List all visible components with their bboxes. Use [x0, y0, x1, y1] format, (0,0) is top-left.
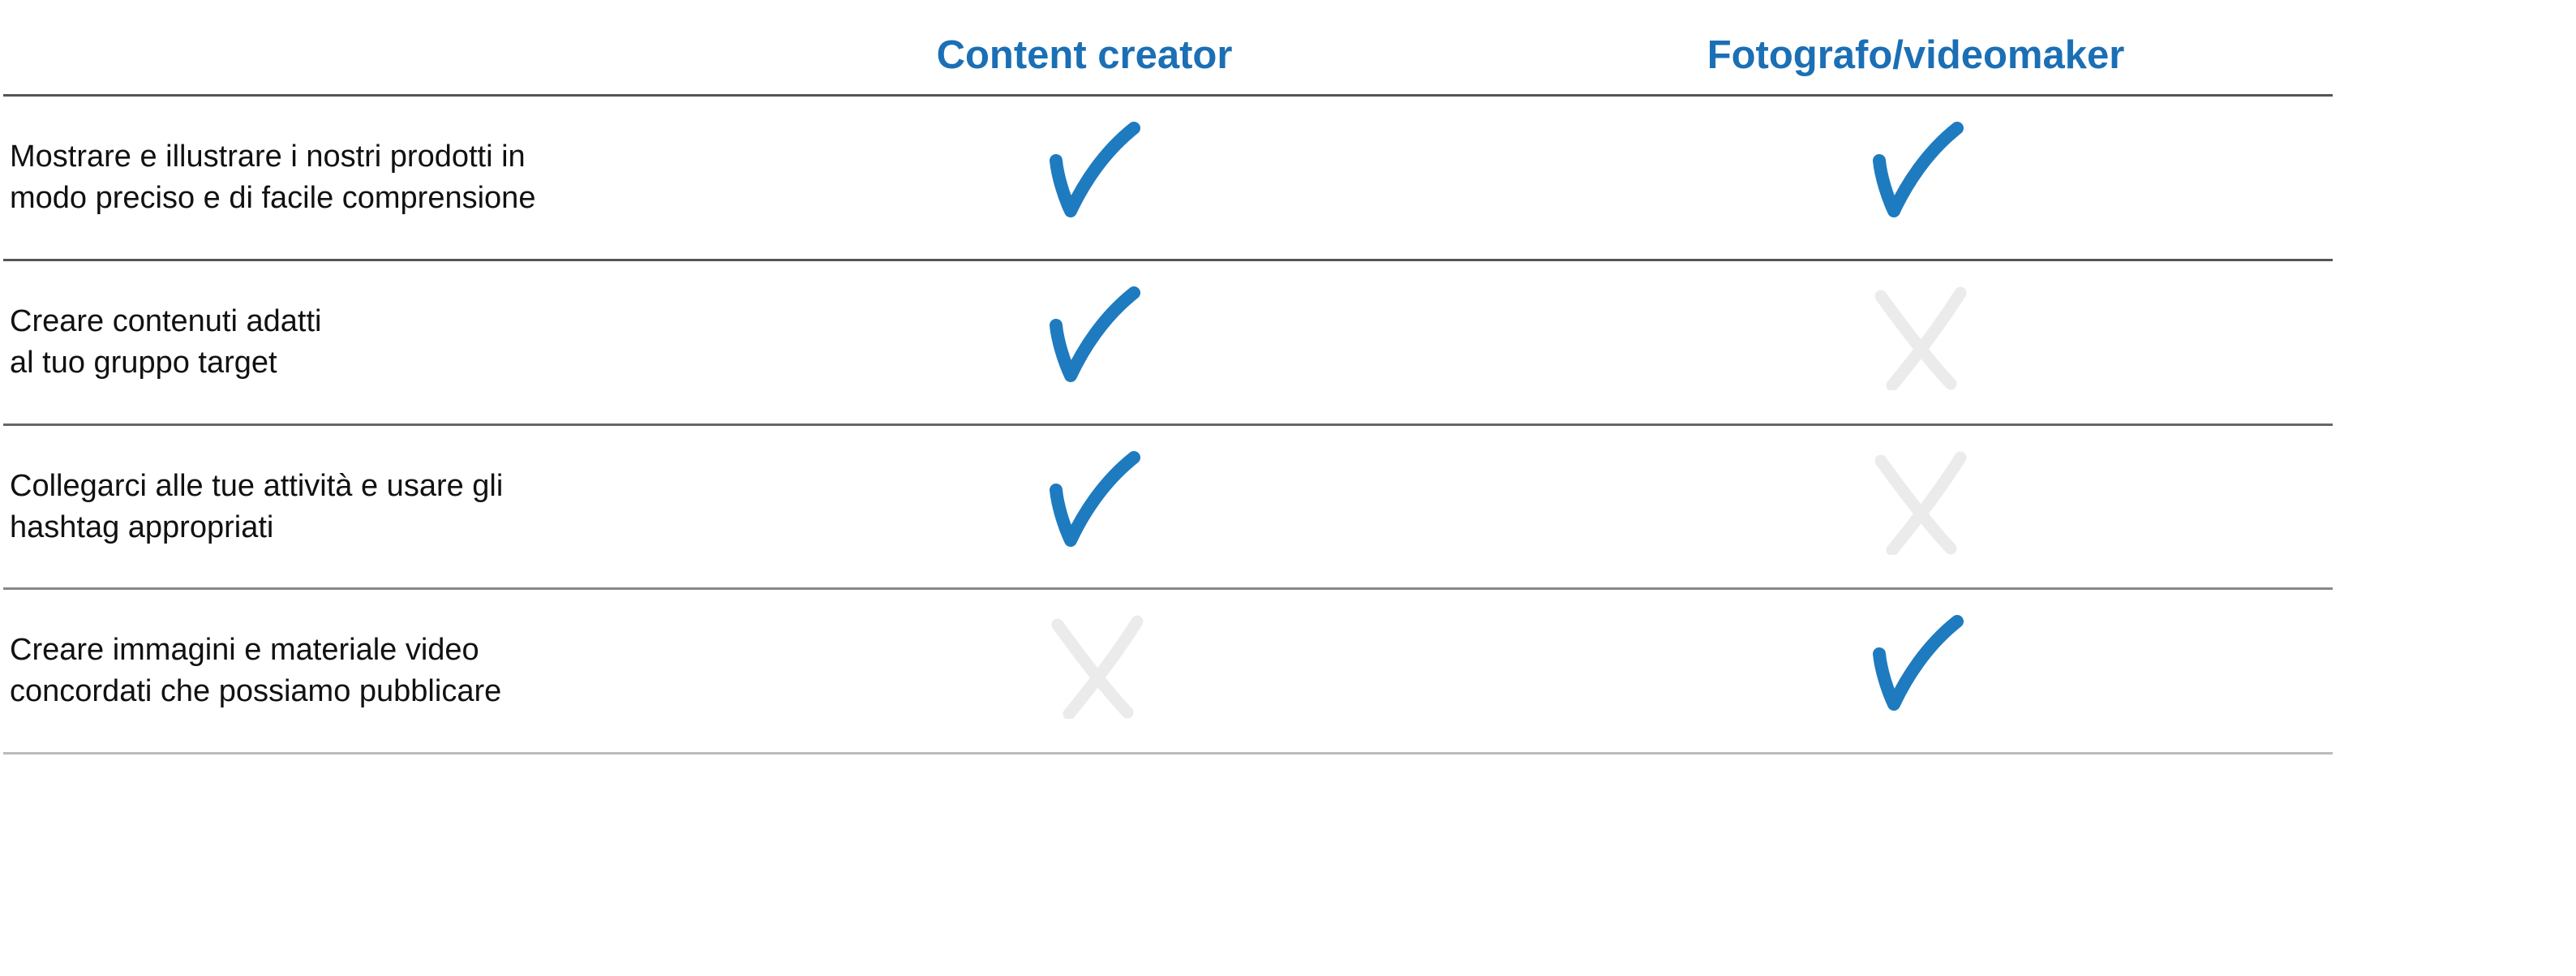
divider: [3, 752, 2333, 755]
cross-icon: [1870, 449, 1975, 557]
check-icon: [1046, 285, 1152, 390]
row-label-line: al tuo gruppo target: [10, 346, 277, 380]
row-label: Collegarci alle tue attività e usare gli…: [10, 466, 740, 548]
row-label: Mostrare e illustrare i nostri prodotti …: [10, 136, 740, 219]
cross-icon: [1046, 613, 1152, 720]
row-label: Creare contenuti adatti al tuo gruppo tar…: [10, 301, 740, 384]
check-icon: [1870, 120, 1975, 226]
row-label-line: Collegarci alle tue attività e usare gli: [10, 469, 504, 503]
divider: [3, 587, 2333, 590]
row-label: Creare immagini e materiale video concord…: [10, 630, 740, 712]
divider: [3, 259, 2333, 261]
check-icon: [1870, 613, 1975, 719]
row-label-line: modo preciso e di facile comprensione: [10, 181, 536, 215]
divider: [3, 94, 2333, 97]
column-header-content-creator: Content creator: [936, 33, 1233, 77]
check-icon: [1046, 449, 1152, 555]
row-label-line: Creare immagini e materiale video: [10, 633, 479, 667]
column-header-fotografo: Fotografo/videomaker: [1707, 33, 2125, 77]
divider: [3, 424, 2333, 426]
row-label-line: concordati che possiamo pubblicare: [10, 674, 502, 708]
row-label-line: hashtag appropriati: [10, 510, 274, 544]
row-label-line: Mostrare e illustrare i nostri prodotti …: [10, 140, 526, 174]
cross-icon: [1870, 285, 1975, 392]
row-label-line: Creare contenuti adatti: [10, 304, 322, 338]
check-icon: [1046, 120, 1152, 226]
